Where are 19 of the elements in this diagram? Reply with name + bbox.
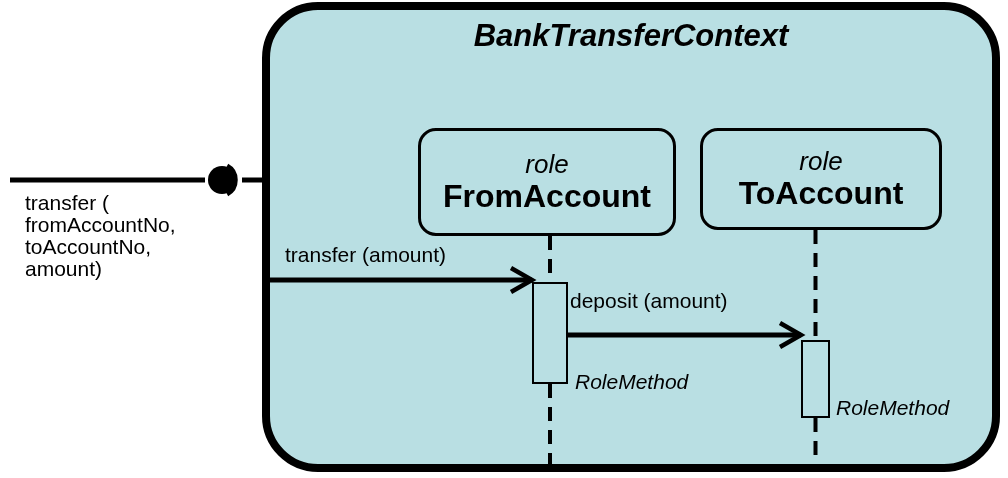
method-label: RoleMethod [836,396,950,420]
message-arrow [270,265,535,295]
role-name: ToAccount [738,175,904,211]
edge-label: deposit (amount) [570,290,729,312]
context-title: BankTransferContext [472,18,791,54]
edge-label: transfer ( fromAccountNo, toAccountNo, amount) [25,192,175,280]
method-label: RoleMethod [575,370,689,394]
message-arrow [568,320,804,350]
connector-line [10,177,205,183]
context-box [262,2,1000,472]
stereotype-label: role [525,150,569,178]
activation-bar [532,282,568,384]
role-box [418,128,676,236]
role-box [700,128,942,230]
activation-bar [801,340,830,418]
port-symbol [205,163,262,197]
role-name: FromAccount [443,178,651,214]
stereotype-label: role [799,147,843,175]
edge-label: transfer (amount) [285,244,448,266]
